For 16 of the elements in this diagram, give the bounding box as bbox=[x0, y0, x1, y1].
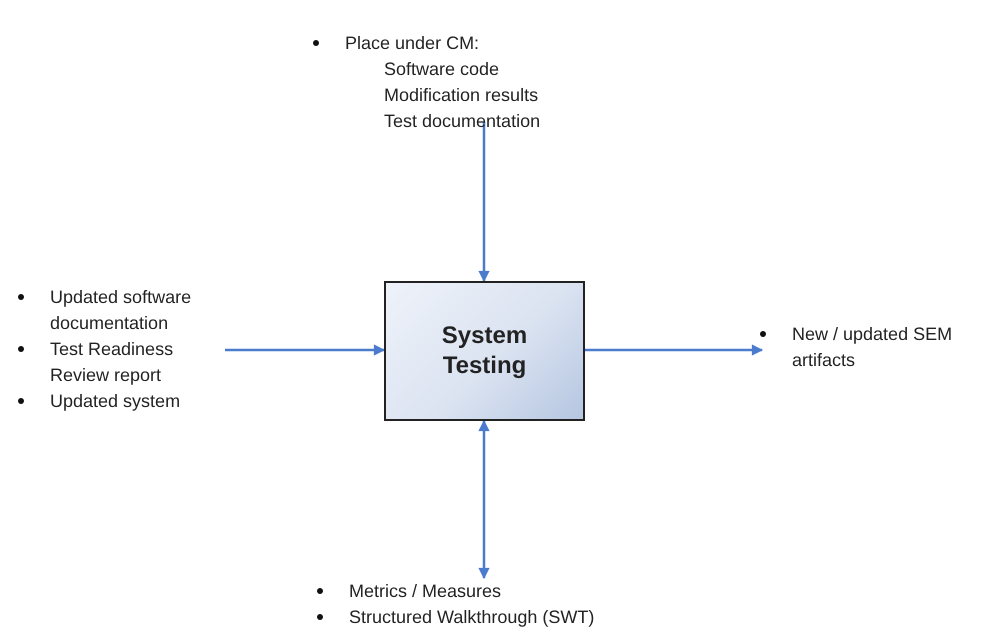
list-item: Place under CM: bbox=[345, 32, 480, 55]
list-item: New / updated SEM artifacts bbox=[792, 323, 954, 372]
process-box bbox=[384, 281, 585, 421]
list-item: Test Readiness Review report bbox=[50, 338, 174, 387]
list-item: Updated software documentation bbox=[50, 286, 192, 335]
list-item: Metrics / Measures bbox=[349, 580, 502, 603]
arrow bbox=[585, 344, 764, 356]
sub-item: Modification results bbox=[384, 84, 540, 107]
sub-item: Software code bbox=[384, 58, 500, 81]
list-item: Structured Walkthrough (SWT) bbox=[349, 606, 596, 629]
process-title: System Testing bbox=[440, 321, 528, 381]
arrow bbox=[478, 122, 490, 282]
list-item: Updated system bbox=[50, 390, 182, 413]
arrow bbox=[478, 420, 490, 580]
sub-item: Test documentation bbox=[384, 110, 542, 133]
arrow bbox=[225, 344, 386, 356]
